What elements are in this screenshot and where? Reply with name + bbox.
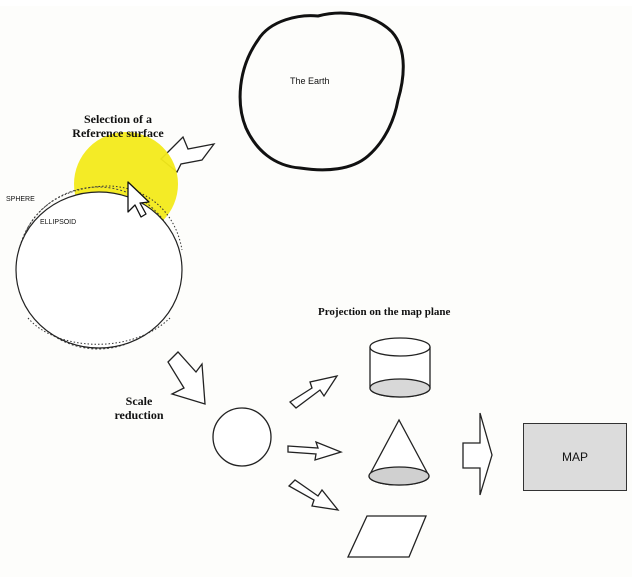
scale-label: Scale reduction	[114, 394, 164, 422]
ellipsoid-shape	[15, 191, 183, 349]
arrow-to-cylinder	[288, 375, 339, 409]
arrow-to-cone	[287, 440, 343, 461]
cursor-arrow-icon	[127, 181, 150, 218]
map-box: MAP	[523, 423, 627, 491]
arrow-to-map	[462, 412, 493, 496]
earth-label: The Earth	[290, 76, 330, 86]
earth-shape	[238, 11, 405, 172]
reduced-globe	[212, 407, 272, 467]
selection-label: Selection of a Reference surface	[72, 112, 164, 140]
map-label: MAP	[561, 450, 588, 464]
arrow-to-plane	[287, 479, 340, 511]
ellipsoid-label: ELLIPSOID	[40, 219, 77, 226]
plane-shape	[346, 515, 427, 558]
arrow-to-scale-reduction	[167, 351, 206, 405]
sphere-label: SPHERE	[6, 196, 35, 203]
cone-shape	[368, 418, 430, 486]
sphere-dotted-arc	[23, 185, 183, 251]
cylinder-shape	[369, 337, 431, 398]
top-strip	[0, 0, 632, 6]
projection-label: Projection on the map plane	[318, 306, 451, 318]
